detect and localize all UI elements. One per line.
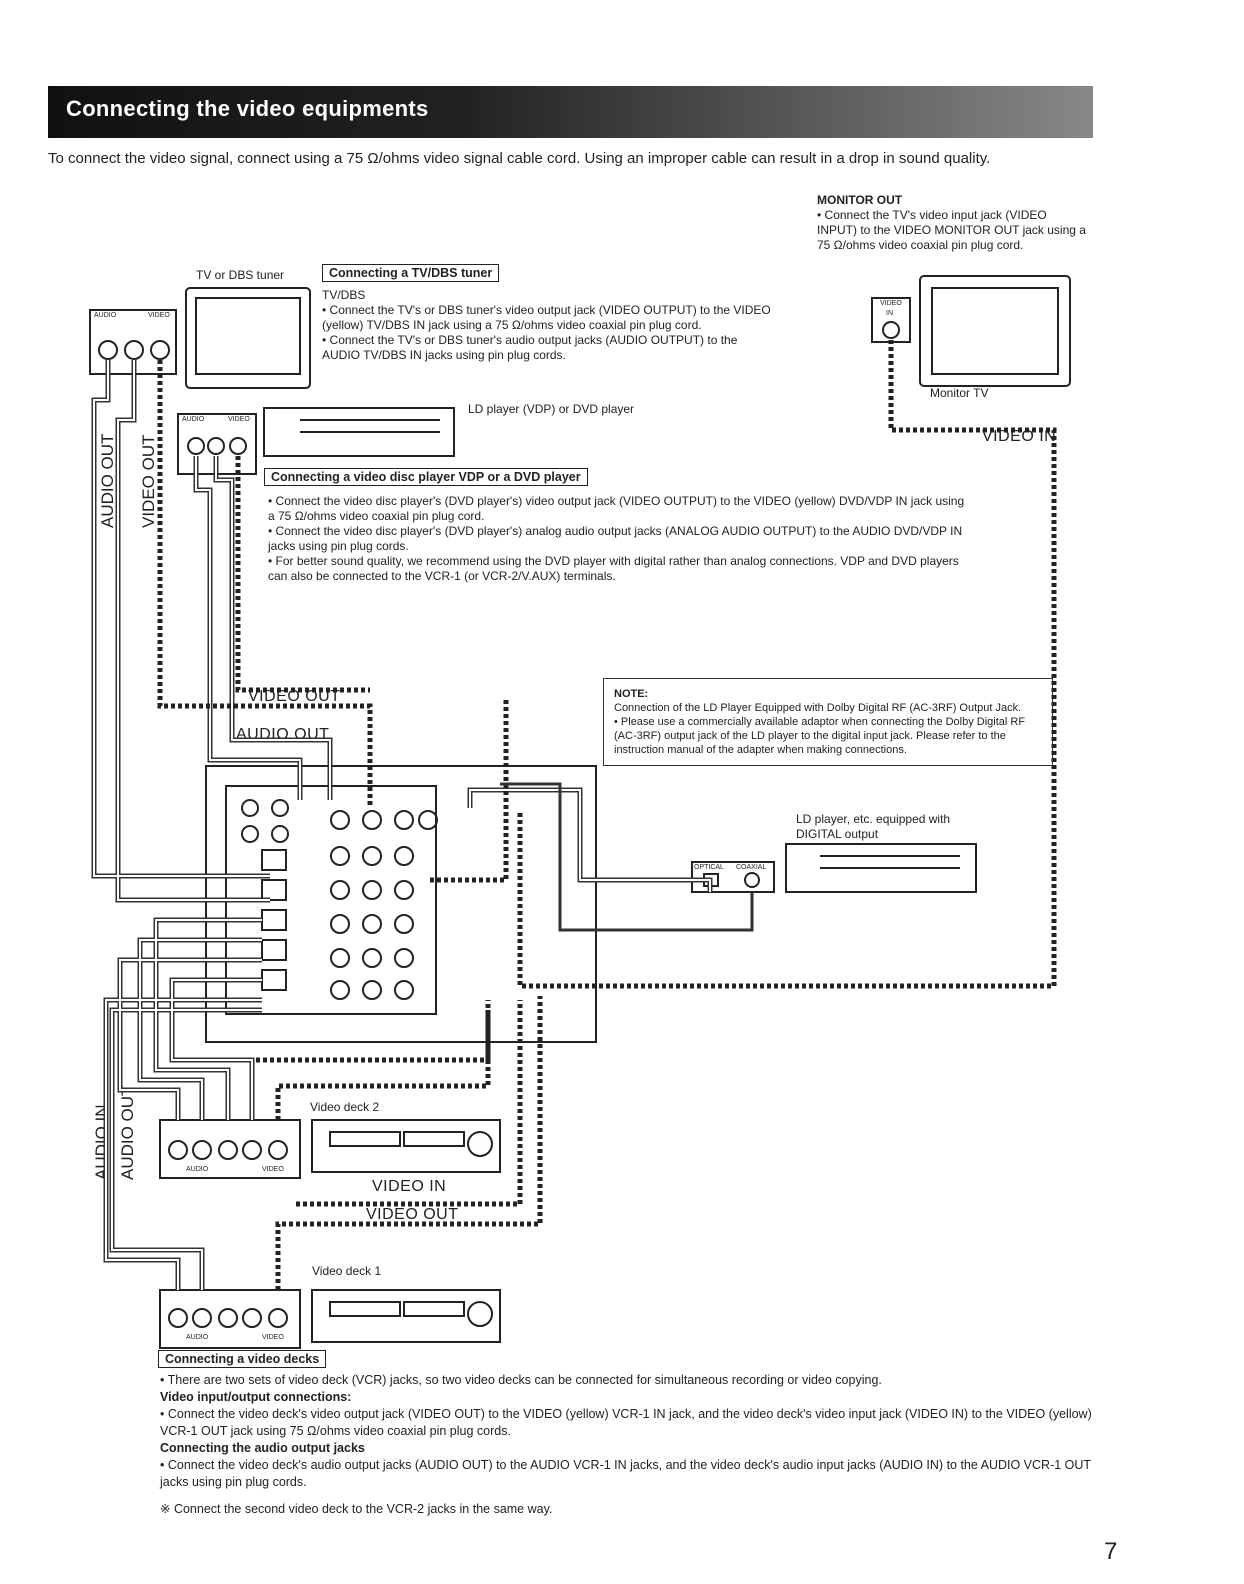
page-number: 7 xyxy=(1104,1538,1118,1565)
page-title: Connecting the video equipments xyxy=(66,96,429,121)
coaxial-jack-label: COAXIAL xyxy=(736,864,767,871)
intro-text: To connect the video signal, connect usi… xyxy=(48,150,991,167)
tv-tuner-label: TV or DBS tuner xyxy=(196,268,285,282)
note-text: Connection of the LD Player Equipped wit… xyxy=(614,702,1022,714)
monitor-out-text: • Connect the TV's video input jack (VID… xyxy=(817,208,1086,252)
tv-tuner-box-title-wrap: Connecting a TV/DBS tuner xyxy=(322,264,500,282)
monitor-tv-device xyxy=(919,275,1071,387)
ld-player-device xyxy=(263,407,455,457)
tv-tuner-bullet-1: • Connect the TV's or DBS tuner's video … xyxy=(322,303,771,332)
ld-digital-label: LD player, etc. equipped with DIGITAL ou… xyxy=(796,812,951,841)
second-deck-note: ※ Connect the second video deck to the V… xyxy=(160,1502,553,1516)
video-io-heading: Video input/output connections: xyxy=(160,1390,352,1404)
note-heading: NOTE: xyxy=(614,688,649,700)
ld-video-jack-label: VIDEO xyxy=(228,416,250,423)
tv-tuner-bullet-2: • Connect the TV's or DBS tuner's audio … xyxy=(322,333,738,362)
deck2-audio-jack-label: AUDIO xyxy=(186,1166,209,1173)
tuner-video-jack-label: VIDEO xyxy=(148,312,170,319)
video-deck2-device xyxy=(311,1119,501,1173)
video-out-deck2-label: VIDEO OUT xyxy=(366,1206,459,1223)
disc-player-text: • Connect the video disc player's (DVD p… xyxy=(268,494,968,584)
disc-player-bullet-1: • Connect the video disc player's (DVD p… xyxy=(268,494,965,523)
video-decks-box-title: Connecting a video decks xyxy=(158,1350,327,1368)
video-deck2-label: Video deck 2 xyxy=(310,1100,380,1114)
monitor-out-block: MONITOR OUT • Connect the TV's video inp… xyxy=(817,193,1087,253)
note-bullet: • Please use a commercially available ad… xyxy=(614,716,1026,756)
video-deck1-device xyxy=(311,1289,501,1343)
disc-player-box-title-wrap: Connecting a video disc player VDP or a … xyxy=(264,468,588,486)
audio-out-text: • Connect the video deck's audio output … xyxy=(160,1458,1091,1489)
monitor-tv-label: Monitor TV xyxy=(930,386,989,400)
tv-tuner-box-title: Connecting a TV/DBS tuner xyxy=(322,264,500,282)
digital-jack-panel xyxy=(691,861,775,893)
note-box: NOTE: Connection of the LD Player Equipp… xyxy=(603,678,1053,766)
video-io-text: • Connect the video deck's video output … xyxy=(160,1407,1092,1438)
video-decks-box-title-wrap: Connecting a video decks xyxy=(158,1350,327,1368)
tv-tuner-text: TV/DBS • Connect the TV's or DBS tuner's… xyxy=(322,288,772,363)
optical-jack-label: OPTICAL xyxy=(694,864,724,871)
monitor-in-jack-label: IN xyxy=(886,310,893,317)
tv-tuner-subtitle: TV/DBS xyxy=(322,288,366,302)
tuner-audio-jack-label: AUDIO xyxy=(94,312,117,319)
deck1-audio-jack-label: AUDIO xyxy=(186,1334,209,1341)
monitor-video-jack-label: VIDEO xyxy=(880,300,902,307)
ld-digital-device xyxy=(785,843,977,893)
monitor-out-heading: MONITOR OUT xyxy=(817,193,903,207)
receiver-rear-panel xyxy=(205,765,597,1043)
deck2-video-jack-label: VIDEO xyxy=(262,1166,284,1173)
tv-tuner-device xyxy=(185,287,311,389)
ld-player-label: LD player (VDP) or DVD player xyxy=(468,402,635,416)
audio-out-heading: Connecting the audio output jacks xyxy=(160,1441,365,1455)
video-deck1-label: Video deck 1 xyxy=(312,1264,382,1278)
disc-player-bullet-3: • For better sound quality, we recommend… xyxy=(268,554,959,583)
video-decks-text: • There are two sets of video deck (VCR)… xyxy=(160,1372,1100,1518)
title-bar xyxy=(48,86,1093,138)
disc-player-bullet-2: • Connect the video disc player's (DVD p… xyxy=(268,524,963,553)
video-decks-line1: • There are two sets of video deck (VCR)… xyxy=(160,1373,882,1387)
disc-player-box-title: Connecting a video disc player VDP or a … xyxy=(264,468,588,486)
video-in-deck2-label: VIDEO IN xyxy=(372,1178,447,1195)
deck1-video-jack-label: VIDEO xyxy=(262,1334,284,1341)
ld-audio-jack-label: AUDIO xyxy=(182,416,205,423)
deck1-jack-panel xyxy=(159,1289,301,1349)
